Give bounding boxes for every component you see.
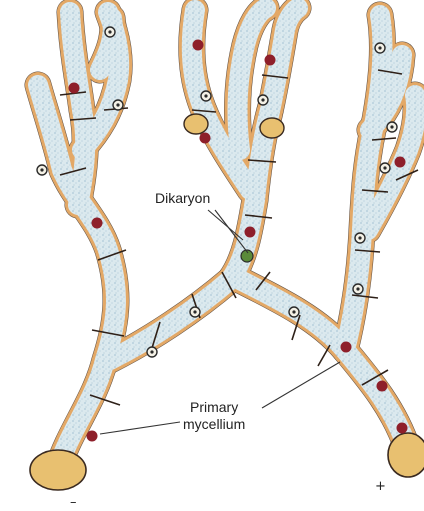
nucleus-red [87,431,98,442]
clamp-swelling-left [184,114,208,134]
primary-label-line2: mycellium [183,416,245,432]
septum [318,345,330,366]
nucleus-red [395,157,406,168]
nucleus-ringed-dot [356,287,359,290]
nucleus-red [200,133,211,144]
nucleus-red [377,381,388,392]
nucleus-red [265,55,276,66]
nucleus-red [397,423,408,434]
nucleus-ringed-dot [193,310,196,313]
nucleus-ringed-dot [40,168,43,171]
minus-mating-sign: – [70,495,77,510]
nucleus-red [69,83,80,94]
left-spore-bulb [30,450,86,490]
nucleus-ringed-dot [383,166,386,169]
nucleus-ringed-dot [292,310,295,313]
nucleus-ringed-dot [116,103,119,106]
nucleus-ringed-dot [378,46,381,49]
nucleus-ringed-dot [150,350,153,353]
dikaryon-label: Dikaryon [155,190,210,206]
primary-mycelium-label-group: Primary mycellium [100,362,340,434]
primary-leader-left [100,422,180,434]
nucleus-ringed-dot [204,94,207,97]
clamp-swelling-right [260,118,284,138]
plus-mating-sign: + [375,479,386,494]
nucleus-red [245,227,256,238]
primary-label-line1: Primary [190,399,238,415]
nucleus-ringed-dot [108,30,111,33]
nucleus-ringed-dot [390,125,393,128]
nucleus-red [92,218,103,229]
nucleus-ringed-dot [358,236,361,239]
right-spore-bulb [388,433,424,477]
primary-leader-right [262,362,340,408]
nucleus-red [341,342,352,353]
nucleus-ringed-dot [261,98,264,101]
nucleus-red [193,40,204,51]
